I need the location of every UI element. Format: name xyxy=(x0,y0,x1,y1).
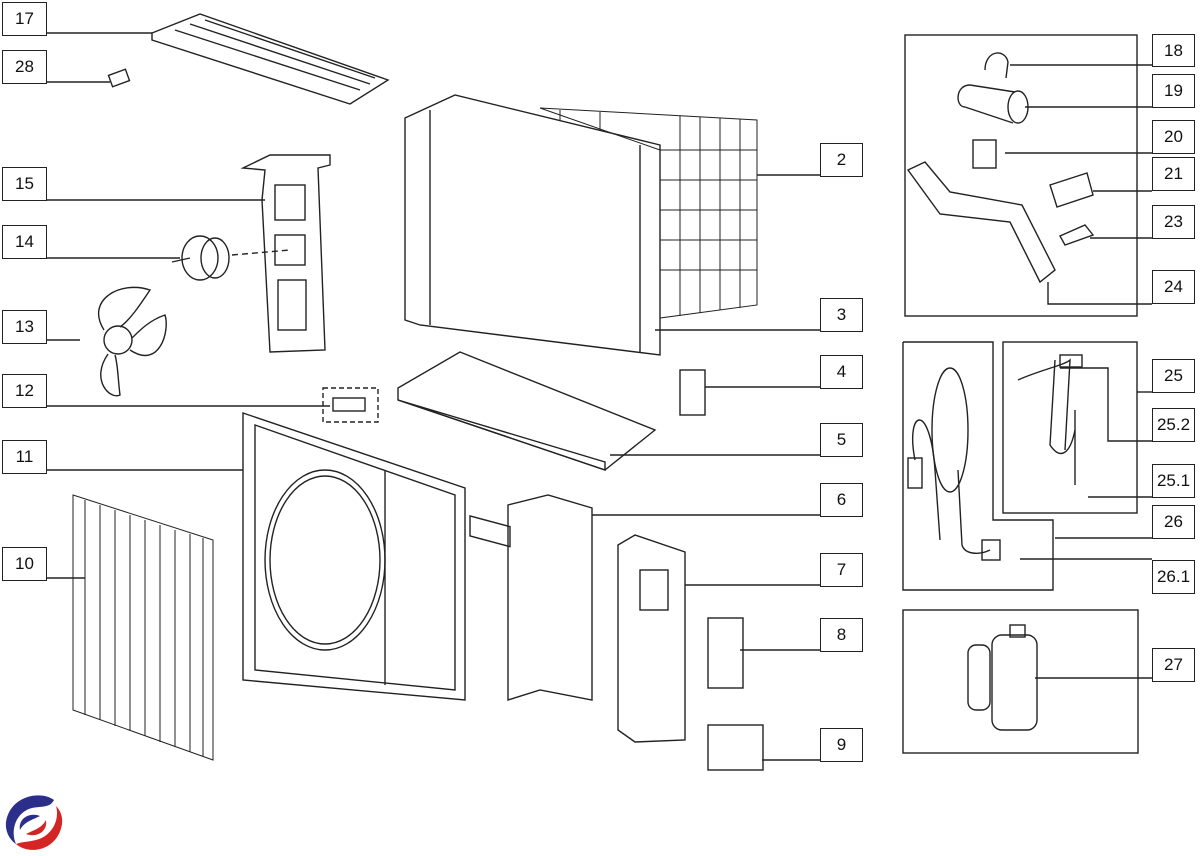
part-front-panel xyxy=(242,412,466,701)
part-partition-plate xyxy=(507,494,593,701)
callout-label: 9 xyxy=(836,735,847,754)
callout-label: 21 xyxy=(1164,164,1183,183)
callout-label: 6 xyxy=(836,490,847,509)
callout-19: 19 xyxy=(1152,74,1195,108)
part-compressor xyxy=(967,624,1038,731)
compressor-group-frame xyxy=(902,609,1139,754)
part-top-cover xyxy=(151,13,390,105)
callout-3: 3 xyxy=(820,298,863,332)
callout-26-1: 26.1 xyxy=(1152,560,1195,594)
callout-label: 20 xyxy=(1164,127,1183,146)
callout-18: 18 xyxy=(1152,34,1195,67)
callout-label: 10 xyxy=(15,554,34,573)
part-terminal-board xyxy=(1049,172,1094,208)
callout-label: 27 xyxy=(1164,655,1183,674)
part-connector xyxy=(1059,224,1095,246)
callout-4: 4 xyxy=(820,355,863,389)
part-cable-clamp xyxy=(984,52,1009,79)
part-small-clip xyxy=(107,68,131,88)
callout-label: 15 xyxy=(15,174,34,193)
callout-25-2: 25.2 xyxy=(1152,408,1195,442)
callout-label: 19 xyxy=(1164,81,1183,100)
callout-label: 25.2 xyxy=(1156,415,1191,434)
callout-23: 23 xyxy=(1152,205,1195,239)
part-holder xyxy=(679,369,706,416)
callout-21: 21 xyxy=(1152,157,1195,191)
part-handle xyxy=(707,724,764,771)
callout-8: 8 xyxy=(820,618,863,652)
callout-24: 24 xyxy=(1152,270,1195,304)
callout-label: 7 xyxy=(836,560,847,579)
callout-27: 27 xyxy=(1152,648,1195,682)
callout-label: 25 xyxy=(1164,366,1183,385)
part-front-grille xyxy=(72,494,214,761)
callout-25-1: 25.1 xyxy=(1152,464,1195,498)
callout-label: 3 xyxy=(836,305,847,324)
part-relay xyxy=(972,139,997,169)
callout-label: 11 xyxy=(15,447,34,466)
leader-lines xyxy=(47,32,1152,761)
valve-group-frame xyxy=(1002,341,1138,514)
callout-12: 12 xyxy=(2,374,47,408)
callout-label: 25.1 xyxy=(1156,471,1191,490)
part-fan-motor xyxy=(171,235,291,281)
part-bracket xyxy=(906,161,1056,284)
callout-9: 9 xyxy=(820,728,863,762)
callout-28: 28 xyxy=(2,50,47,84)
callout-14: 14 xyxy=(2,225,47,259)
electrical-group-frame xyxy=(904,34,1138,317)
callout-11: 11 xyxy=(2,440,47,474)
callout-label: 4 xyxy=(836,362,847,381)
part-four-way-valve-assembly xyxy=(1017,354,1083,485)
brand-logo xyxy=(5,795,63,850)
callout-label: 18 xyxy=(1164,40,1183,60)
callout-13: 13 xyxy=(2,310,47,344)
part-side-panel xyxy=(617,534,686,743)
callout-6: 6 xyxy=(820,483,863,517)
callout-20: 20 xyxy=(1152,120,1195,154)
callout-label: 12 xyxy=(15,381,34,400)
part-motor-bracket xyxy=(240,154,331,353)
callout-label: 8 xyxy=(836,625,847,644)
capillary-group-frame xyxy=(902,341,1054,591)
part-valve-cover xyxy=(707,617,744,689)
callout-15: 15 xyxy=(2,167,47,201)
callout-17: 17 xyxy=(2,2,47,36)
callout-label: 2 xyxy=(836,150,847,169)
callout-5: 5 xyxy=(820,423,863,457)
callout-10: 10 xyxy=(2,547,47,581)
callout-26: 26 xyxy=(1152,505,1195,539)
callout-label: 13 xyxy=(15,317,34,336)
part-fan-blade xyxy=(97,286,167,397)
callout-label: 5 xyxy=(836,430,847,449)
callout-label: 26 xyxy=(1164,512,1183,531)
part-condenser-coil xyxy=(404,94,661,356)
callout-label: 24 xyxy=(1164,277,1183,296)
part-base-tray xyxy=(397,351,657,548)
callout-25: 25 xyxy=(1152,359,1195,393)
callout-2: 2 xyxy=(820,143,863,177)
callout-label: 28 xyxy=(15,57,34,76)
callout-label: 23 xyxy=(1164,212,1183,231)
terminal-block-body xyxy=(332,397,366,412)
part-condenser-guard-grid xyxy=(539,107,758,319)
callout-label: 14 xyxy=(15,232,34,251)
callout-label: 17 xyxy=(15,9,34,28)
part-capillary-assembly xyxy=(907,367,1001,561)
callout-7: 7 xyxy=(820,553,863,587)
part-terminal-block xyxy=(322,387,379,423)
callout-label: 26.1 xyxy=(1156,567,1191,586)
part-capacitor xyxy=(957,84,1029,124)
